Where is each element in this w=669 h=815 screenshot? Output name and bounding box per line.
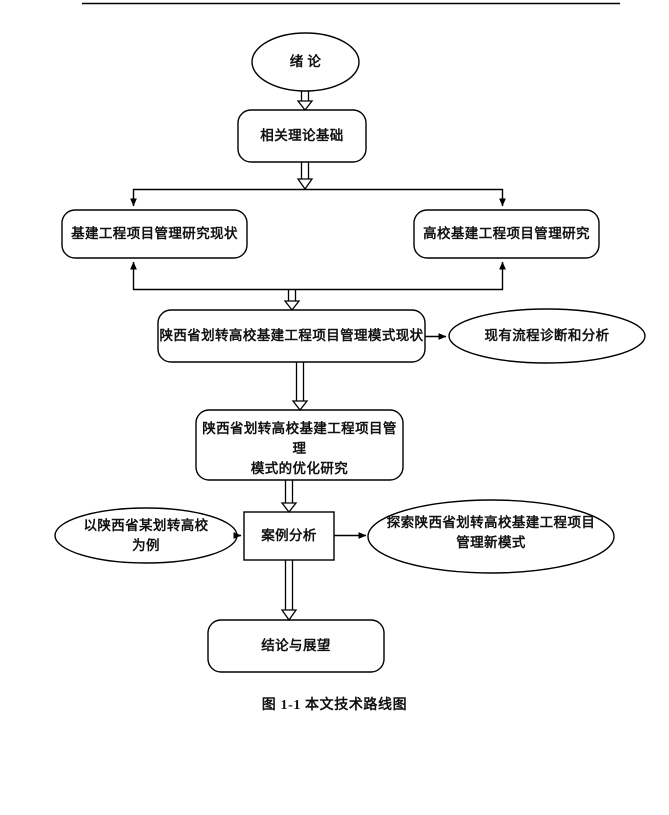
edge-intro-to-theory: [296, 91, 314, 112]
node-case-analysis: [243, 511, 335, 561]
edge-theory-to-bus: [296, 162, 314, 191]
node-new-mode: [367, 499, 615, 574]
node-conclusion: [207, 619, 385, 673]
node-current-mode: [157, 309, 426, 363]
node-process-diagnosis: [448, 308, 646, 364]
node-theory-basis: [237, 109, 367, 163]
edge-bus-bottom-merge: [130, 261, 506, 291]
edge-optimization-to-case: [280, 480, 298, 514]
node-case-subject: [54, 507, 238, 564]
node-introduction: [251, 32, 360, 92]
edge-current-mode-to-optimization: [291, 362, 309, 412]
edge-bus-top-branch: [130, 188, 506, 207]
edge-bus-to-current-mode: [283, 290, 301, 312]
node-optimization-research: [195, 409, 404, 481]
node-research-status: [61, 209, 248, 259]
edge-case-to-conclusion: [280, 560, 298, 622]
node-university-research: [413, 209, 600, 259]
figure-caption: 图 1-1 本文技术路线图: [261, 698, 408, 713]
